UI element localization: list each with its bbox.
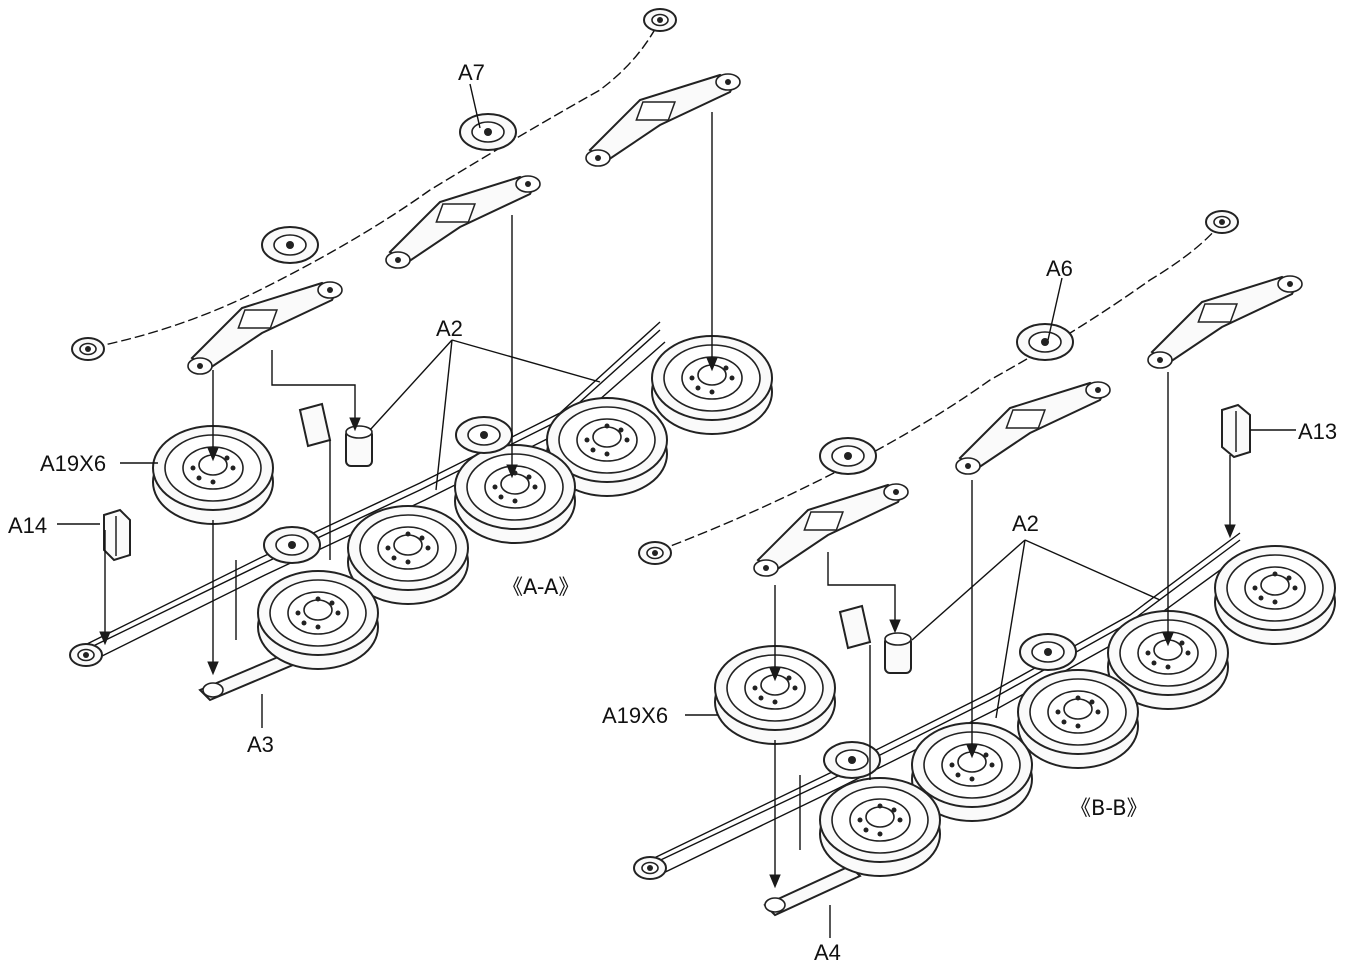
leaders-left <box>57 83 718 728</box>
part-a14 <box>103 508 131 562</box>
track-upper-left <box>71 8 677 361</box>
label-a4: A4 <box>814 940 841 965</box>
assembly-b-b: A6 A13 A2 A19X6 《B-B》 A4 <box>602 210 1337 965</box>
label-a19x6-right: A19X6 <box>602 703 668 728</box>
part-a2-bushing-right <box>838 604 912 674</box>
assembly-a-a: A7 A2 A19X6 A14 A3 《A-A》 <box>8 8 773 757</box>
track-lower-right <box>633 532 1246 917</box>
label-a2-right: A2 <box>1012 511 1039 536</box>
road-wheels-left <box>152 335 773 670</box>
track-upper-right <box>638 210 1239 565</box>
leaders-right <box>685 277 1296 938</box>
label-a19x6-left: A19X6 <box>40 451 106 476</box>
label-a13: A13 <box>1298 419 1337 444</box>
section-label-a-a: 《A-A》 <box>502 575 579 599</box>
section-label-b-b: 《B-B》 <box>1070 796 1148 820</box>
label-a2-left: A2 <box>436 316 463 341</box>
label-a7: A7 <box>458 60 485 85</box>
arms-left <box>187 73 741 375</box>
road-wheels-right <box>714 545 1336 877</box>
label-a6: A6 <box>1046 256 1073 281</box>
part-a2-bushing-left <box>298 402 373 467</box>
part-a13 <box>1221 403 1251 459</box>
label-a3: A3 <box>247 732 274 757</box>
label-a14: A14 <box>8 513 47 538</box>
